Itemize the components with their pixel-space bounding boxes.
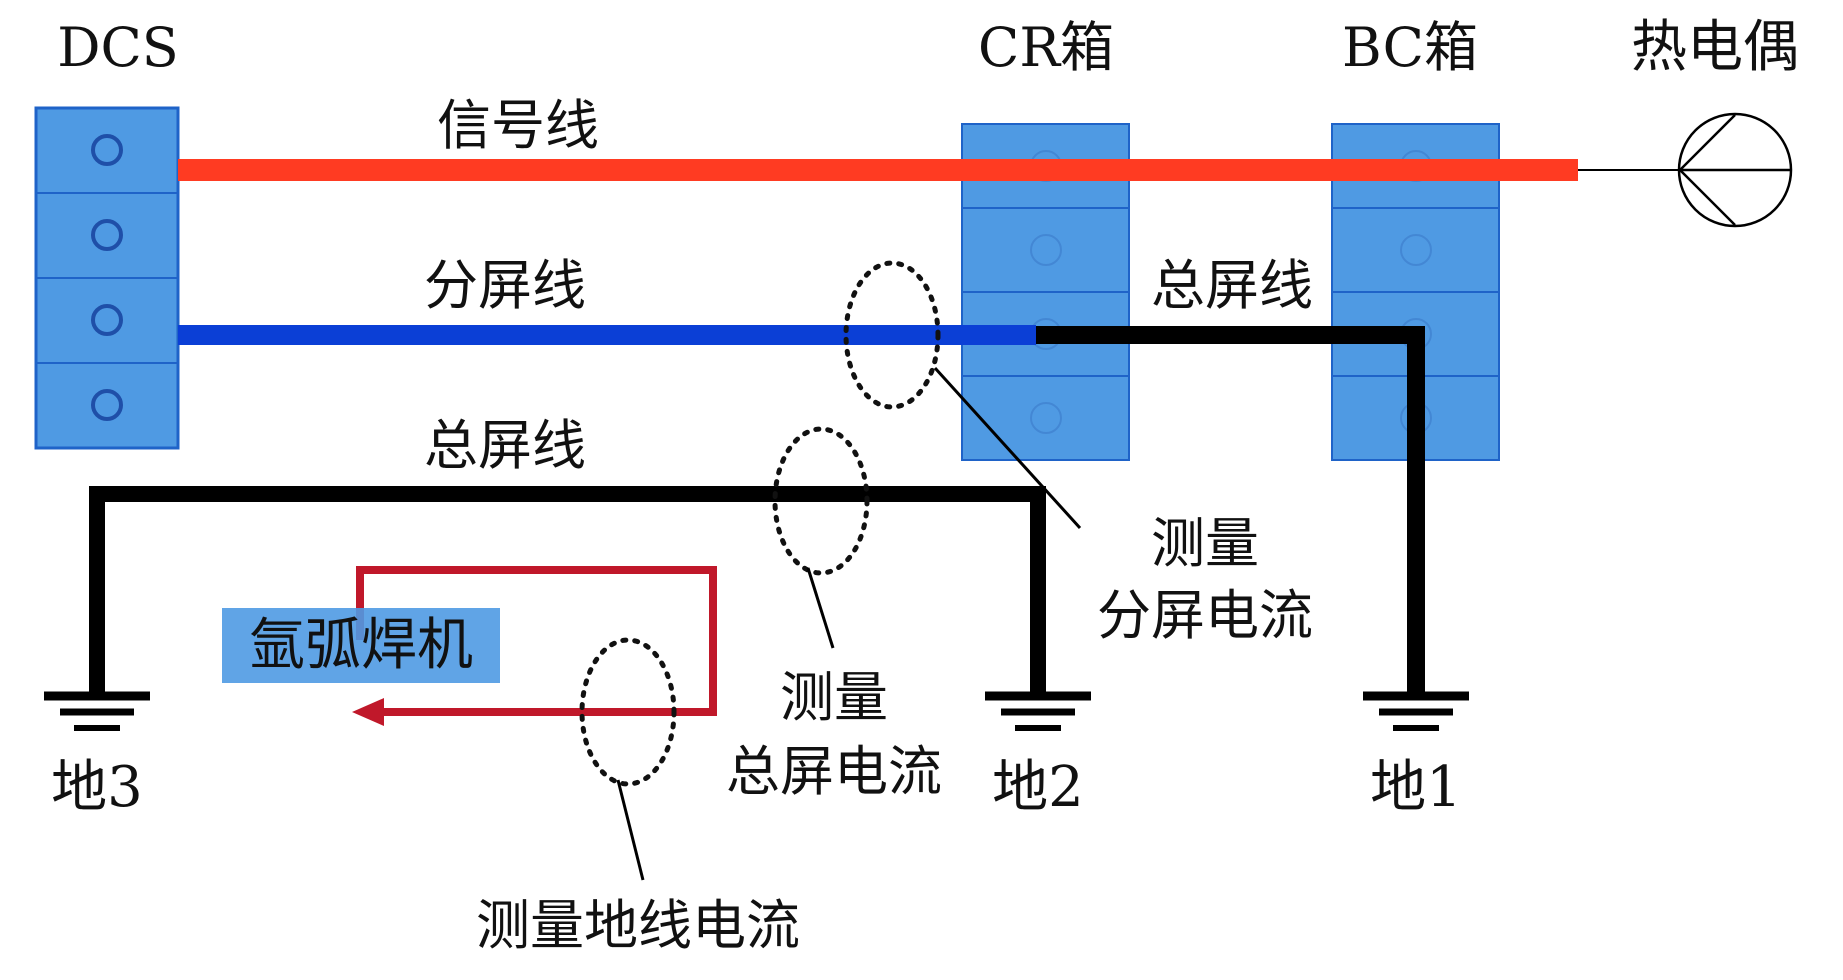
ground1-label: 地1 [1370, 755, 1462, 820]
ground3-label: 地3 [51, 755, 143, 820]
signal-line [178, 159, 1578, 181]
measure-main-label-1: 测量 [780, 666, 888, 729]
ground-symbol-icon [1363, 691, 1469, 731]
dcs-terminal-block [34, 106, 180, 450]
dotted-ellipse-icon [843, 260, 941, 410]
terminal-circle-icon [91, 134, 123, 166]
measure-ground-label: 测量地线电流 [476, 894, 800, 957]
dotted-ellipse-icon [579, 637, 677, 787]
terminal-circle-icon [1030, 234, 1062, 266]
dotted-ellipse-icon [772, 426, 870, 576]
terminal-circle-icon [91, 219, 123, 251]
leader-line [933, 366, 1082, 530]
main-shield-label-right: 总屏线 [1151, 254, 1313, 317]
thermocouple-label: 热电偶 [1631, 15, 1799, 80]
dcs-label: DCS [57, 16, 179, 79]
terminal-circle-icon [1030, 402, 1062, 434]
branch-shield-label: 分屏线 [424, 254, 586, 317]
arrow-left-icon [352, 698, 384, 726]
cr-box-label: CR箱 [978, 16, 1114, 79]
thermocouple-icon [1677, 112, 1793, 228]
signal-line-label: 信号线 [437, 94, 599, 157]
leader-line [616, 779, 645, 881]
bc-box-label: BC箱 [1342, 16, 1478, 79]
leader-line [806, 567, 835, 649]
terminal-circle-icon [91, 389, 123, 421]
main-shield-label-left: 总屏线 [424, 414, 586, 477]
main-shield-line-right [1036, 326, 1425, 696]
ground-symbol-icon [44, 691, 150, 731]
branch-shield-line [178, 325, 1036, 345]
main-shield-line-left [89, 486, 1046, 696]
measure-main-label-2: 总屏电流 [726, 740, 942, 803]
ground-symbol-icon [985, 691, 1091, 731]
terminal-circle-icon [1400, 234, 1432, 266]
welder-box [222, 608, 500, 683]
welder-current-loop [356, 566, 717, 716]
measure-branch-label-2: 分屏电流 [1097, 584, 1313, 647]
terminal-circle-icon [91, 304, 123, 336]
ground2-label: 地2 [992, 755, 1084, 820]
measure-branch-label-1: 测量 [1151, 512, 1259, 575]
welder-label: 氩弧焊机 [249, 613, 473, 678]
